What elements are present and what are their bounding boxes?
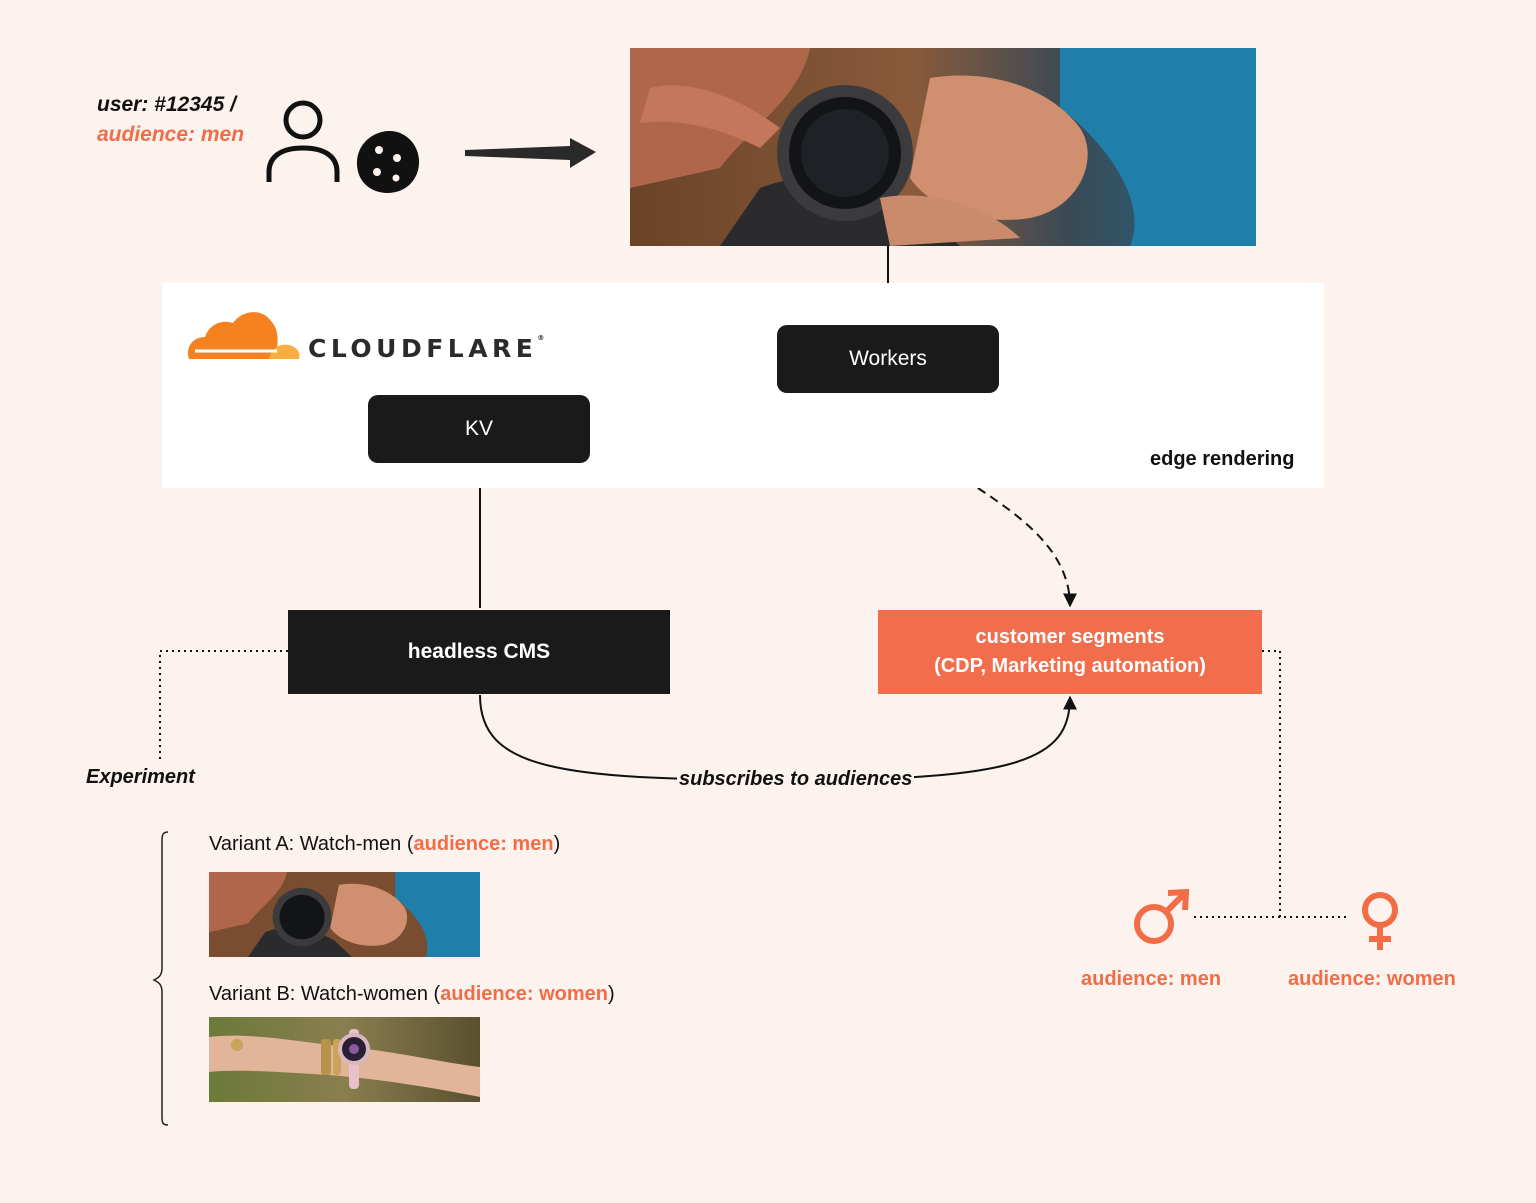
workers-node: Workers	[777, 325, 999, 393]
cloudflare-wordmark: CLOUDFLARE®	[308, 334, 549, 363]
cookie-icon	[354, 128, 422, 196]
subscribes-edge-label: subscribes to audiences	[677, 768, 915, 791]
variants-brace	[152, 831, 169, 1126]
audience-women-label: audience: women	[1288, 968, 1456, 990]
user-icon	[264, 98, 342, 186]
male-symbol-icon	[1130, 888, 1190, 948]
variant-a-image	[209, 872, 480, 957]
user-audience-label: audience: men	[97, 123, 245, 146]
hero-watch-men-image	[630, 48, 1256, 246]
user-id-label: user: #12345 /	[97, 93, 236, 116]
cloudflare-cloud-icon	[185, 307, 301, 361]
variant-b-image	[209, 1017, 480, 1102]
variant-b-title: Variant B: Watch-women (audience: women)	[209, 983, 615, 1005]
segments-to-audiences-dotted	[1262, 650, 1281, 917]
variant-a-title: Variant A: Watch-men (audience: men)	[209, 833, 561, 855]
edge-rendering-label: edge rendering	[1150, 448, 1295, 470]
cloudflare-edge-panel	[162, 283, 1324, 488]
customer-segments-node: customer segments (CDP, Marketing automa…	[878, 610, 1262, 694]
experiment-label: Experiment	[86, 766, 195, 788]
customer-segments-subtitle: (CDP, Marketing automation)	[934, 655, 1206, 677]
kv-node: KV	[368, 395, 590, 463]
user-to-site-arrow	[465, 138, 596, 168]
customer-segments-title: customer segments	[975, 626, 1165, 648]
audience-men-label: audience: men	[1081, 968, 1222, 990]
headless-cms-node: headless CMS	[288, 610, 670, 694]
female-symbol-icon	[1356, 890, 1404, 952]
cms-to-experiment-dotted	[159, 650, 288, 762]
